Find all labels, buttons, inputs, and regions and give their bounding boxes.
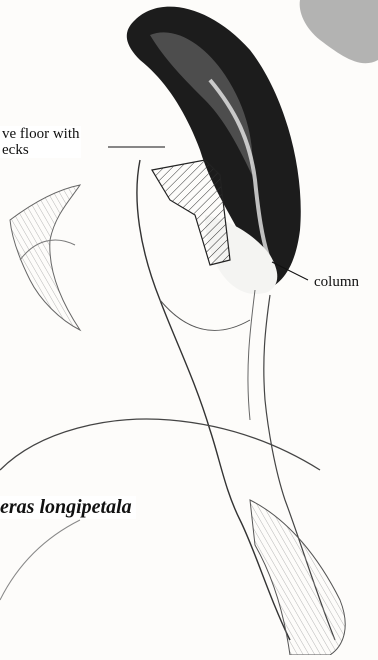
column-hatched (152, 160, 230, 265)
floor-label-line2: ecks (2, 142, 79, 158)
column-label: column (314, 274, 359, 290)
leaf-fragment-top (300, 0, 378, 63)
lower-petal-curve (0, 419, 320, 470)
species-caption: eras longipetala (0, 496, 136, 519)
left-petal (10, 185, 80, 330)
floor-label-line1: ve floor with (2, 126, 79, 142)
stem-curve (160, 300, 250, 330)
stem-line (248, 290, 255, 420)
floor-label: ve floor with ecks (0, 126, 81, 158)
